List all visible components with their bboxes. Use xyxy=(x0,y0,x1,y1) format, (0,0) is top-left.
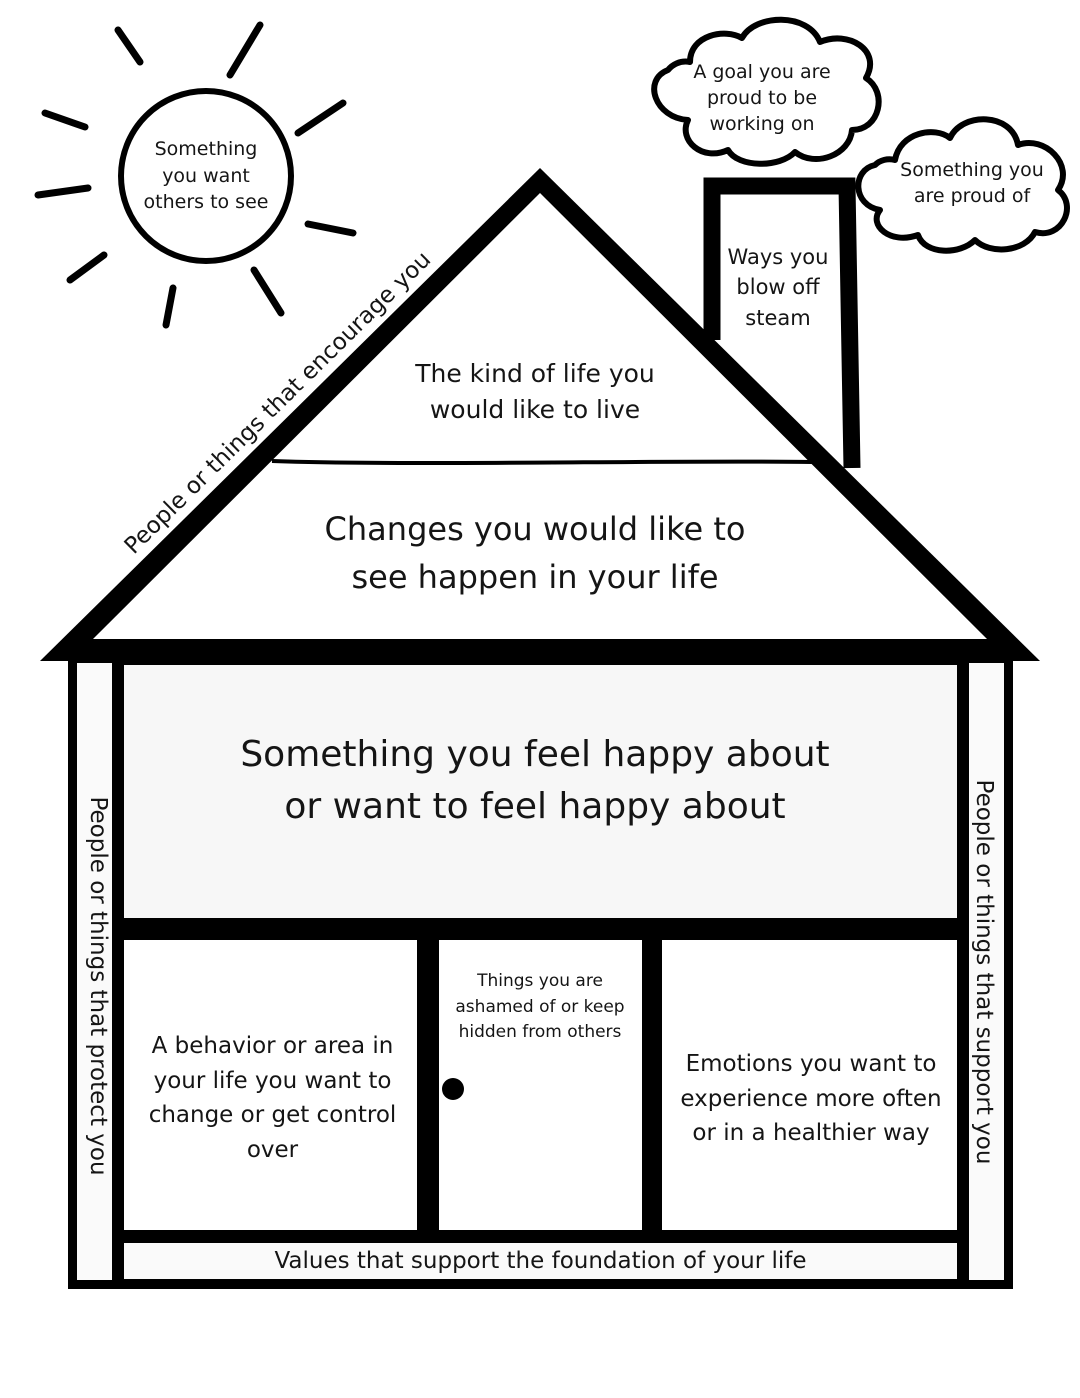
sun-label-line: Something xyxy=(154,138,258,160)
left-room-line: your life you want to xyxy=(153,1067,392,1094)
door-line: Things you are xyxy=(477,971,603,991)
roof-inner xyxy=(93,193,987,639)
roof-divider xyxy=(271,459,813,466)
main-room-line: Something you feel happy about xyxy=(240,734,830,775)
chimney-label: Ways you blow off steam xyxy=(722,242,834,333)
roof-bottom-line: Changes you would like to xyxy=(324,510,746,548)
left-pillar-box xyxy=(77,663,112,1280)
sun-circle xyxy=(118,88,294,264)
right-pillar-box xyxy=(969,663,1004,1280)
foundation-box xyxy=(124,1243,957,1279)
left-room-box xyxy=(124,940,417,1230)
door-line: hidden from others xyxy=(458,1022,622,1042)
chimney-line: blow off xyxy=(736,275,820,300)
right-pillar-label: People or things that support you xyxy=(971,779,997,1165)
chimney-line: Ways you xyxy=(727,245,829,269)
roof-bottom-line: see happen in your life xyxy=(351,558,719,596)
main-room-label: Something you feel happy about or want t… xyxy=(160,729,910,833)
door-line: ashamed of or keep xyxy=(455,996,625,1017)
right-room-line: or in a healthier way xyxy=(692,1120,930,1146)
left-pillar-label: People or things that protect you xyxy=(85,796,111,1176)
left-room-line: over xyxy=(246,1136,299,1163)
cloud-goal-line: working on xyxy=(709,113,815,136)
chimney-outline xyxy=(703,177,861,469)
main-room-box xyxy=(124,665,957,918)
roof-top-label: The kind of life you would like to live xyxy=(370,356,700,427)
right-room-label: Emotions you want to experience more oft… xyxy=(666,1047,956,1151)
sun-label-line: you want xyxy=(162,164,250,187)
cloud-goal-outline xyxy=(651,16,882,167)
right-room-line: experience more often xyxy=(680,1085,942,1112)
cloud-goal-line: proud to be xyxy=(706,87,818,110)
cloud-proud-line: are proud of xyxy=(913,185,1031,208)
sun-label: Something you want others to see xyxy=(126,136,286,216)
main-room-line: or want to feel happy about xyxy=(284,786,786,828)
sun-label-line: others to see xyxy=(143,191,269,214)
cloud-goal-line: A goal you are xyxy=(693,61,831,83)
right-room-line: Emotions you want to xyxy=(685,1051,937,1077)
door-label: Things you are ashamed of or keep hidden… xyxy=(441,969,639,1046)
sun-rays xyxy=(34,21,357,329)
door-knob-icon xyxy=(442,1078,464,1100)
roof-top-line: would like to live xyxy=(429,394,641,424)
door-box xyxy=(439,940,642,1230)
left-room-line: A behavior or area in xyxy=(151,1033,394,1059)
cloud-proud-outline xyxy=(855,116,1070,254)
chimney-line: steam xyxy=(745,305,811,330)
right-room-box xyxy=(662,940,957,1230)
foundation-label: Values that support the foundation of yo… xyxy=(274,1248,807,1274)
cloud-proud-line: Something you xyxy=(900,159,1044,181)
left-room-label: A behavior or area in your life you want… xyxy=(130,1029,415,1167)
roof-top-line: The kind of life you xyxy=(415,359,655,388)
cloud-goal-label: A goal you are proud to be working on xyxy=(677,59,847,138)
cloud-proud-label: Something you are proud of xyxy=(887,157,1057,209)
roof-bottom-label: Changes you would like to see happen in … xyxy=(290,505,780,601)
left-room-line: change or get control xyxy=(148,1102,397,1128)
